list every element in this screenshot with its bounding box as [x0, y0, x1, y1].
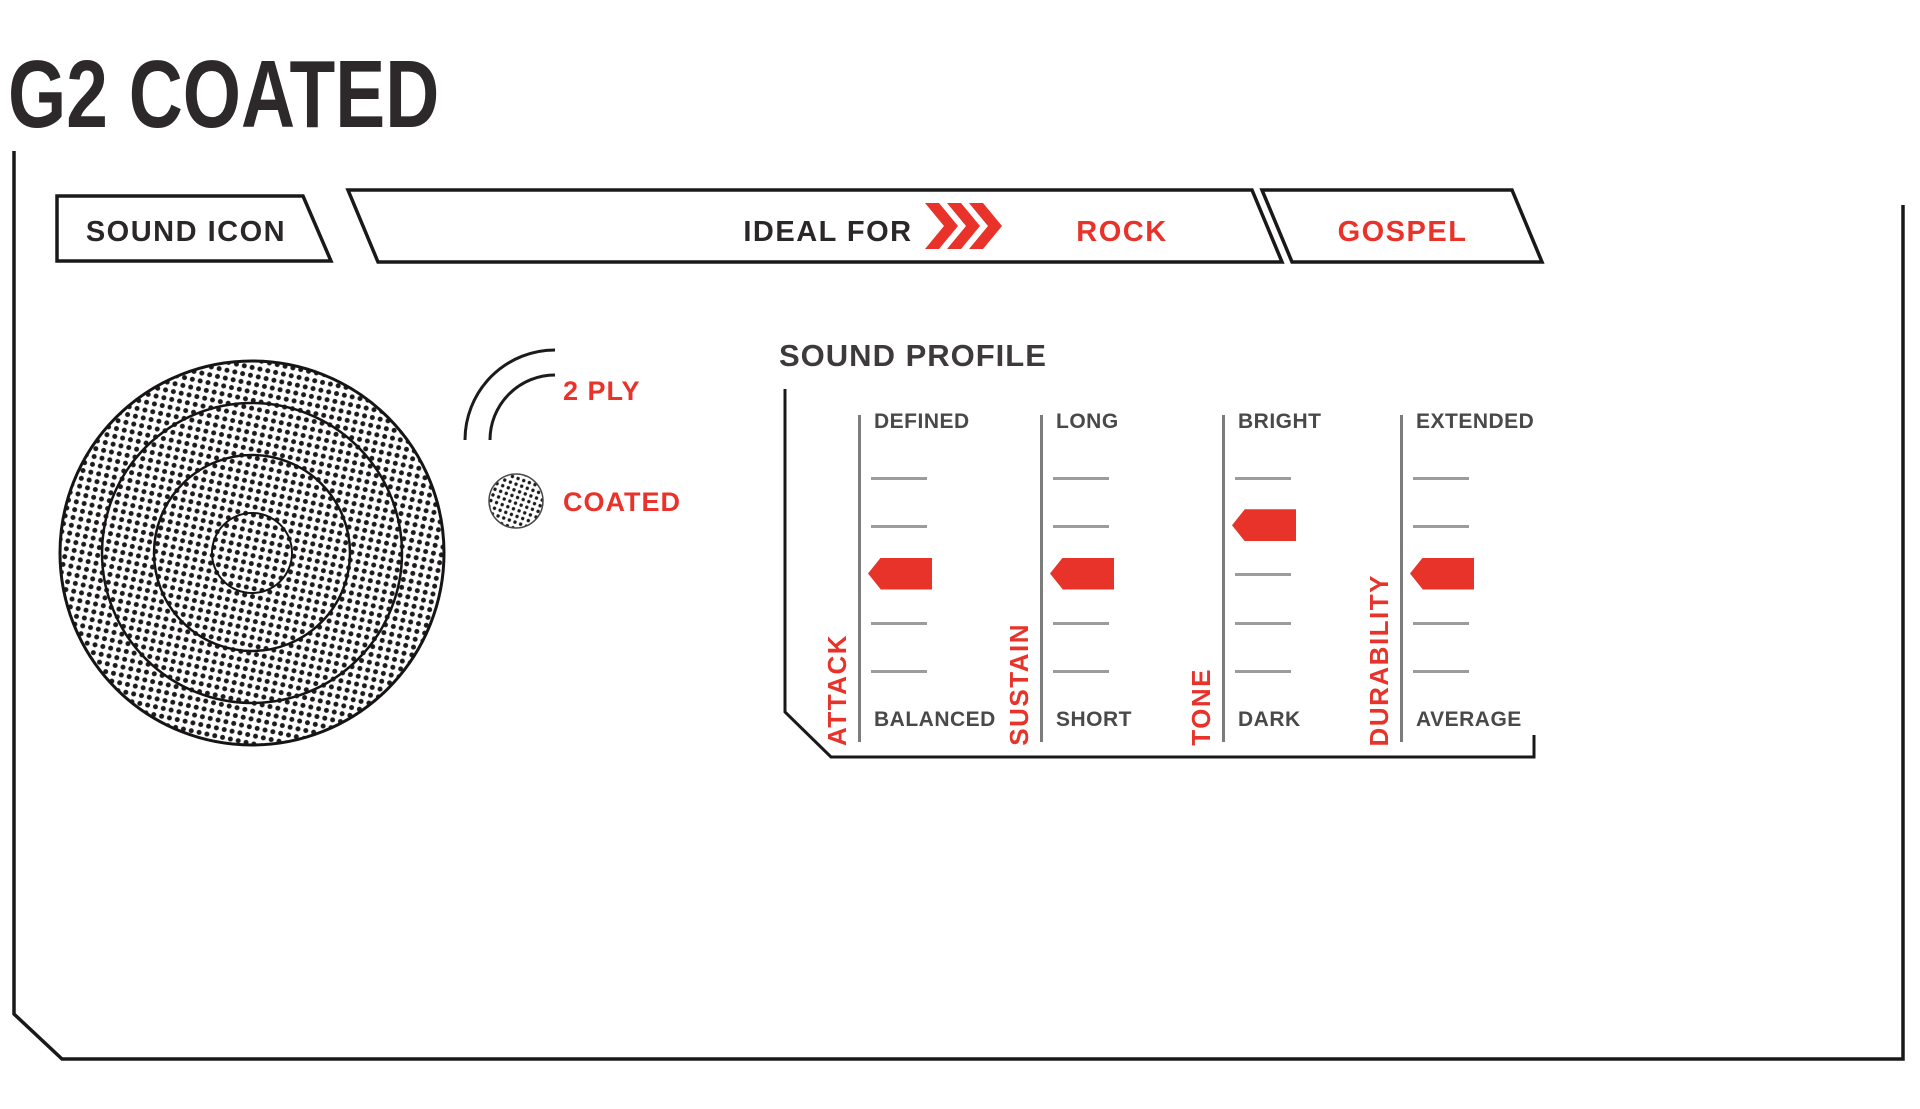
slider-tick [871, 477, 927, 480]
slider-bottom-label: DARK [1238, 708, 1301, 731]
slider-marker [868, 557, 932, 590]
slider-durability: EXTENDED AVERAGE DURABILITY [1340, 405, 1540, 750]
slider-marker [1410, 557, 1474, 590]
slider-tick [1235, 477, 1291, 480]
slider-tick [1413, 477, 1469, 480]
coated-dots-icon [488, 473, 544, 529]
sound-profile-bracket [783, 389, 1536, 759]
slider-tick [1235, 622, 1291, 625]
slider-name-label: TONE [1186, 668, 1216, 746]
slider-bottom-label: AVERAGE [1416, 708, 1522, 731]
slider-tick [1053, 670, 1109, 673]
two-ply-label: 2 PLY [563, 376, 641, 406]
sound-profile-heading: SOUND PROFILE [779, 338, 1047, 373]
slider-tone: BRIGHT DARK TONE [1162, 405, 1362, 750]
slider-tick [1413, 622, 1469, 625]
slider-name-label: DURABILITY [1364, 573, 1394, 746]
slider-sustain: LONG SHORT SUSTAIN [980, 405, 1180, 750]
panel-frame [12, 151, 1905, 1061]
slider-top-label: EXTENDED [1416, 410, 1535, 433]
header-outline-sound-icon [55, 194, 334, 263]
slider-attack: DEFINED BALANCED ATTACK [798, 405, 998, 750]
slider-name-label: SUSTAIN [1004, 623, 1034, 746]
genre-label-rock: ROCK [1076, 216, 1168, 248]
slider-tick [1413, 525, 1469, 528]
slider-tick [1235, 573, 1291, 576]
slider-bottom-label: BALANCED [874, 708, 996, 731]
coated-label: COATED [563, 487, 681, 517]
header-outline-ideal-for [345, 188, 1285, 264]
slider-tick [871, 622, 927, 625]
ideal-for-label: IDEAL FOR [743, 216, 913, 248]
two-ply-arcs-icon [463, 348, 556, 441]
slider-top-label: BRIGHT [1238, 410, 1322, 433]
chevrons-icon [925, 203, 1002, 249]
slider-track [1400, 415, 1483, 742]
slider-tick [1235, 670, 1291, 673]
slider-top-label: DEFINED [874, 410, 970, 433]
header-outline-gospel [1259, 188, 1545, 264]
slider-marker [1050, 557, 1114, 590]
slider-top-label: LONG [1056, 410, 1119, 433]
page-title: G2 COATED [8, 41, 440, 148]
sound-icon-label: SOUND ICON [85, 216, 287, 248]
slider-track [858, 415, 941, 742]
slider-tick [1053, 525, 1109, 528]
slider-track [1040, 415, 1123, 742]
slider-tick [1053, 477, 1109, 480]
slider-tick [871, 525, 927, 528]
slider-tick [1413, 670, 1469, 673]
genre-label-gospel: GOSPEL [1337, 216, 1468, 248]
slider-name-label: ATTACK [822, 633, 852, 746]
slider-tick [1053, 622, 1109, 625]
slider-marker [1232, 509, 1296, 542]
slider-bottom-label: SHORT [1056, 708, 1132, 731]
slider-tick [871, 670, 927, 673]
drumhead-illustration [58, 359, 446, 747]
slider-track [1222, 415, 1305, 742]
